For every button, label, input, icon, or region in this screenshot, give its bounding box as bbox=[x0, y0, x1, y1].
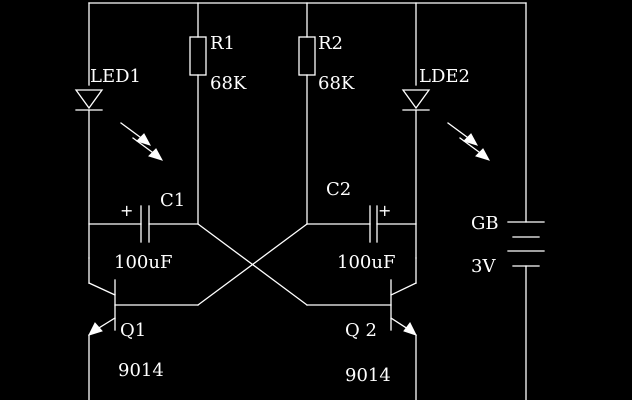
r2-value-label: 68K bbox=[318, 73, 355, 94]
q2-ref-label: Q 2 bbox=[345, 320, 377, 341]
q2-emitter-arrow bbox=[403, 322, 417, 336]
led1-ray-arrowhead-2 bbox=[148, 148, 164, 161]
q1-collector-diag bbox=[88, 282, 116, 296]
q2-symbol: Q 2 9014 bbox=[345, 257, 417, 400]
r1-ref-label: R1 bbox=[210, 33, 235, 54]
c2-polarity-mark: + bbox=[378, 201, 391, 220]
q1-emitter-arrow bbox=[88, 322, 103, 336]
r1-value-label: 68K bbox=[210, 73, 247, 94]
led2-ray-arrowhead-2 bbox=[475, 148, 491, 161]
battery-symbol: GB 3V bbox=[471, 213, 545, 277]
r1-body bbox=[189, 36, 207, 76]
led1-symbol: LED1 bbox=[74, 66, 164, 161]
q1-ref-label: Q1 bbox=[120, 320, 146, 341]
q1-part-label: 9014 bbox=[118, 360, 164, 381]
led1-triangle bbox=[74, 89, 104, 110]
c1-value-label: 100uF bbox=[114, 252, 172, 273]
led2-triangle bbox=[401, 89, 431, 110]
battery-ref-label: GB bbox=[471, 213, 499, 234]
led2-label: LDE2 bbox=[419, 66, 470, 87]
led1-ray-arrowhead-1 bbox=[136, 133, 152, 146]
cross-wire-r2-to-q1 bbox=[197, 223, 308, 306]
led1-label: LED1 bbox=[90, 66, 141, 87]
led2-ray-arrowhead-1 bbox=[463, 133, 479, 146]
led2-symbol: LDE2 bbox=[401, 66, 491, 161]
r2-body bbox=[298, 36, 316, 76]
c2-symbol: + C2 100uF bbox=[326, 179, 395, 273]
c2-ref-label: C2 bbox=[326, 179, 351, 200]
wires bbox=[88, 2, 527, 400]
c1-ref-label: C1 bbox=[160, 190, 185, 211]
c1-symbol: + C1 100uF bbox=[114, 190, 185, 273]
q2-part-label: 9014 bbox=[345, 365, 391, 386]
c2-value-label: 100uF bbox=[337, 252, 395, 273]
r1-symbol: R1 68K bbox=[189, 33, 247, 94]
battery-value-label: 3V bbox=[471, 256, 496, 277]
q2-collector-diag bbox=[390, 282, 417, 296]
c1-polarity-mark: + bbox=[120, 201, 133, 220]
q1-symbol: Q1 9014 bbox=[88, 257, 164, 400]
r2-ref-label: R2 bbox=[318, 33, 343, 54]
r2-symbol: R2 68K bbox=[298, 33, 355, 94]
